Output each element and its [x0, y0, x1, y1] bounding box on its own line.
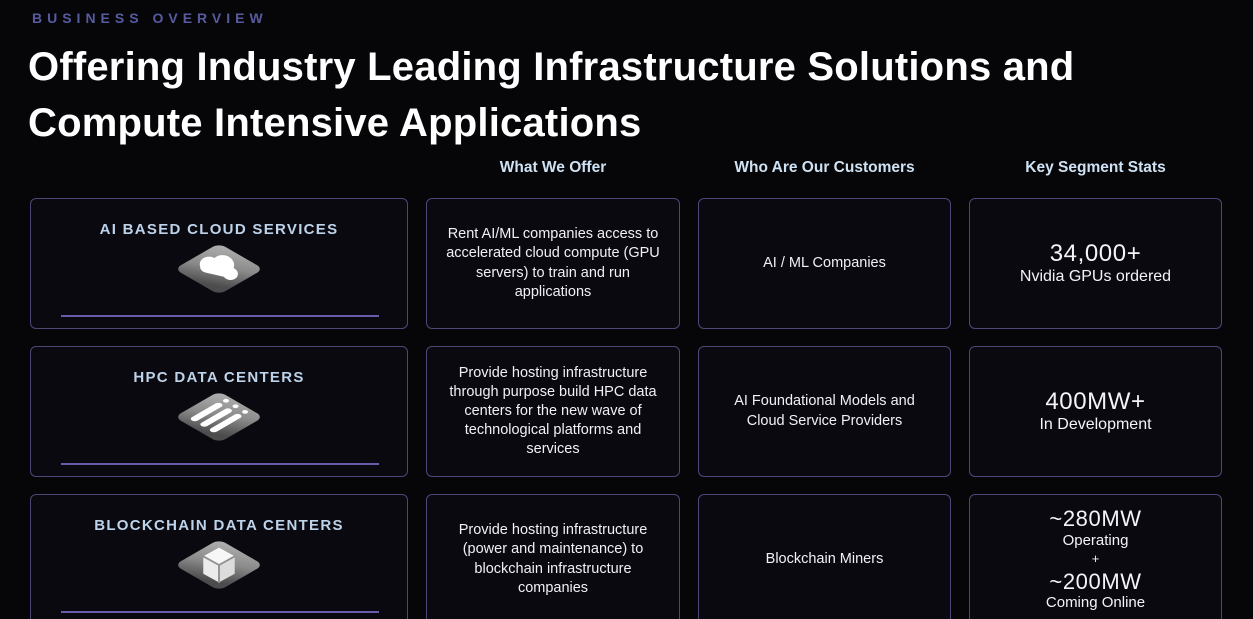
customers-cell: Blockchain Miners	[698, 494, 951, 619]
segment-name: AI BASED CLOUD SERVICES	[99, 221, 339, 238]
stat-label: In Development	[1039, 416, 1152, 434]
segment-underline	[61, 315, 379, 317]
stats-cell: 34,000+ Nvidia GPUs ordered	[969, 198, 1222, 329]
offer-cell: Rent AI/ML companies access to accelerat…	[426, 198, 680, 329]
page-title-line-2: Compute Intensive Applications	[28, 101, 642, 145]
column-header-customers: Who Are Our Customers	[734, 159, 915, 176]
stat-label: Operating	[1062, 531, 1129, 549]
segment-card-hpc: HPC DATA CENTERS	[30, 346, 408, 477]
offer-cell: Provide hosting infrastructure (power an…	[426, 494, 680, 619]
customers-cell: AI / ML Companies	[698, 198, 951, 329]
customers-cell: AI Foundational Models and Cloud Service…	[698, 346, 951, 477]
stat-label: Nvidia GPUs ordered	[1019, 268, 1172, 286]
page-title-line-1: Offering Industry Leading Infrastructure…	[28, 45, 1075, 89]
column-header-stats: Key Segment Stats	[1025, 159, 1166, 176]
column-header-spacer	[30, 159, 408, 181]
page-title: Offering Industry Leading Infrastructure…	[28, 39, 1223, 151]
stat-value: 400MW+	[1045, 387, 1146, 415]
stat-value: ~280MW	[1049, 506, 1142, 532]
segment-underline	[61, 463, 379, 465]
stat-joiner: +	[1091, 551, 1100, 567]
segment-card-blockchain: BLOCKCHAIN DATA CENTERS	[30, 494, 408, 619]
stat-value: 34,000+	[1049, 239, 1142, 267]
cube-icon	[173, 538, 265, 592]
stat-value: ~200MW	[1049, 568, 1142, 594]
segment-name: HPC DATA CENTERS	[133, 369, 305, 386]
section-label: BUSINESS OVERVIEW	[32, 10, 268, 26]
stats-cell: ~280MW Operating + ~200MW Coming Online	[969, 494, 1222, 619]
segment-name: BLOCKCHAIN DATA CENTERS	[94, 517, 344, 534]
server-rack-icon	[173, 390, 265, 444]
offer-cell: Provide hosting infrastructure through p…	[426, 346, 680, 477]
stat-label: Coming Online	[1045, 593, 1146, 611]
segments-table: What We Offer Who Are Our Customers Key …	[30, 159, 1223, 619]
cloud-icon	[173, 242, 265, 296]
column-header-offer: What We Offer	[499, 159, 607, 176]
segment-card-ai-cloud: AI BASED CLOUD SERVICES	[30, 198, 408, 329]
segment-underline	[61, 611, 379, 613]
stats-cell: 400MW+ In Development	[969, 346, 1222, 477]
